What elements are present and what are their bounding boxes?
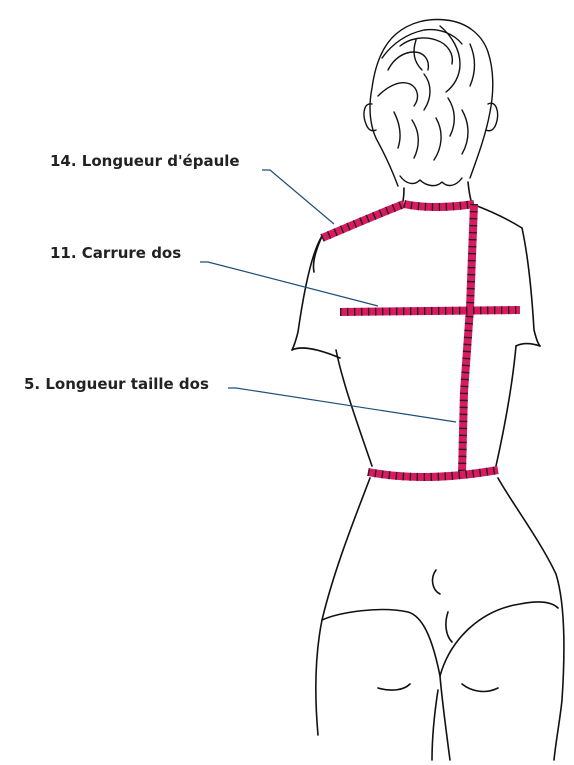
body-outline [292, 182, 564, 760]
tape-waist [368, 470, 498, 477]
tape-back-waist-length [462, 204, 474, 474]
leader-back-width [200, 262, 378, 306]
measuring-tapes [322, 204, 520, 477]
leader-back-waist-length [228, 388, 456, 422]
leader-shoulder-length [262, 170, 334, 224]
label-back-width: 11. Carrure dos [50, 244, 181, 262]
tape-back-width [340, 310, 520, 312]
label-back-waist-length: 5. Longueur taille dos [24, 375, 209, 393]
label-shoulder-length: 14. Longueur d'épaule [50, 152, 240, 170]
tape-shoulder-length [322, 204, 404, 238]
tape-neckline [404, 204, 474, 207]
head-hair [364, 20, 498, 186]
